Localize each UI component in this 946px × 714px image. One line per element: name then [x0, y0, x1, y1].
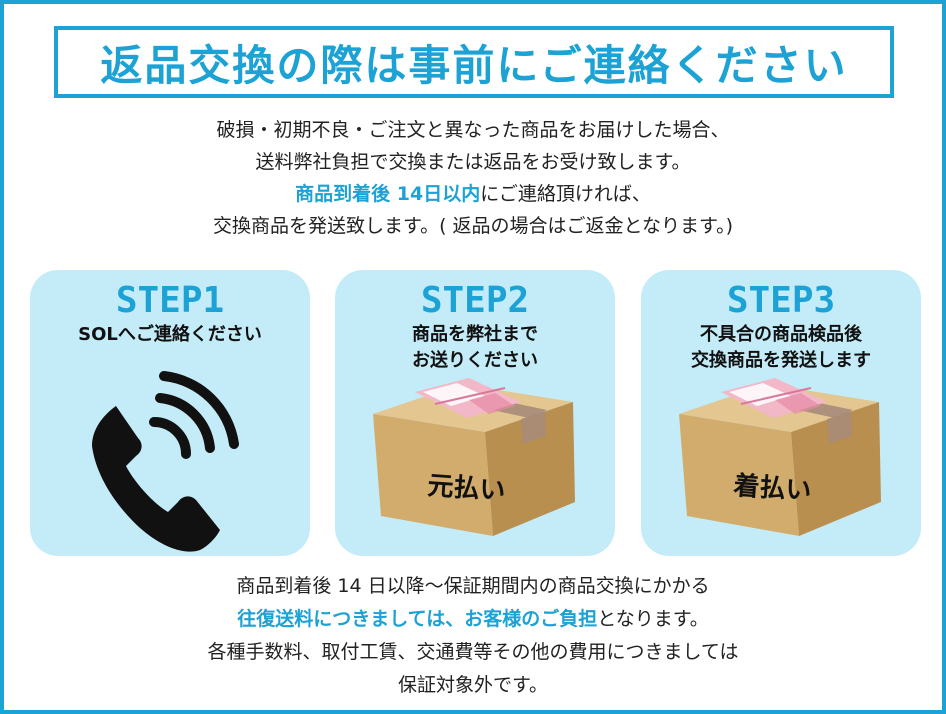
intro-line-3-rest: にご連絡頂ければ、 [480, 183, 651, 205]
intro-line-3: 商品到着後 14日以内にご連絡頂ければ、 [4, 178, 942, 210]
page-title: 返品交換の際は事前にご連絡ください [100, 40, 848, 90]
intro-highlight: 商品到着後 14日以内 [295, 183, 481, 205]
step-description: 不具合の商品検品後 交換商品を発送します [641, 322, 921, 374]
intro-line-2: 送料弊社負担で交換または返品をお受け致します。 [255, 151, 691, 173]
step-description-line-2: お送りください [412, 350, 538, 371]
bottom-line-1: 商品到着後 14 日以降〜保証期間内の商品交換にかかる [236, 575, 710, 597]
step-description: 商品を弊社まで お送りください [335, 322, 615, 374]
step-description-line-2: 交換商品を発送します [691, 350, 871, 371]
step-card-1: STEP1 SOLへご連絡ください [30, 270, 310, 556]
box-icon: 着払い [679, 378, 881, 536]
step-label: STEP2 [420, 280, 530, 321]
step-label: STEP1 [115, 280, 225, 321]
step-description-line-1: 不具合の商品検品後 [700, 324, 862, 345]
box-text: 着払い [732, 470, 813, 506]
step-card-3: STEP3 不具合の商品検品後 交換商品を発送します 着払い [641, 270, 921, 556]
phone-icon [92, 371, 239, 552]
bottom-line-2: 往復送料につきましては、お客様のご負担となります。 [4, 603, 942, 636]
step-description: SOLへご連絡ください [30, 322, 310, 348]
bottom-notes: 商品到着後 14 日以降〜保証期間内の商品交換にかかる 往復送料につきましては、… [4, 570, 942, 702]
title-box: 返品交換の際は事前にご連絡ください [54, 26, 894, 98]
step-description-line-1: SOLへご連絡ください [78, 324, 262, 345]
bottom-line-2-rest: となります。 [597, 608, 709, 630]
intro-text: 破損・初期不良・ご注文と異なった商品をお届けした場合、 送料弊社負担で交換または… [4, 114, 942, 242]
box-text: 元払い [427, 471, 507, 506]
bottom-line-3: 各種手数料、取付工賃、交通費等その他の費用につきましては [207, 641, 739, 663]
step-description-line-1: 商品を弊社まで [412, 324, 538, 345]
bottom-line-4: 保証対象外です。 [397, 674, 549, 696]
intro-line-4: 交換商品を発送致します。( 返品の場合はご返金となります。) [213, 215, 733, 237]
step-label: STEP3 [726, 280, 836, 321]
intro-line-1: 破損・初期不良・ご注文と異なった商品をお届けした場合、 [216, 119, 730, 141]
bottom-highlight: 往復送料につきましては、お客様のご負担 [237, 608, 598, 630]
box-icon: 元払い [373, 378, 575, 536]
step-card-2: STEP2 商品を弊社まで お送りください 元払い [335, 270, 615, 556]
